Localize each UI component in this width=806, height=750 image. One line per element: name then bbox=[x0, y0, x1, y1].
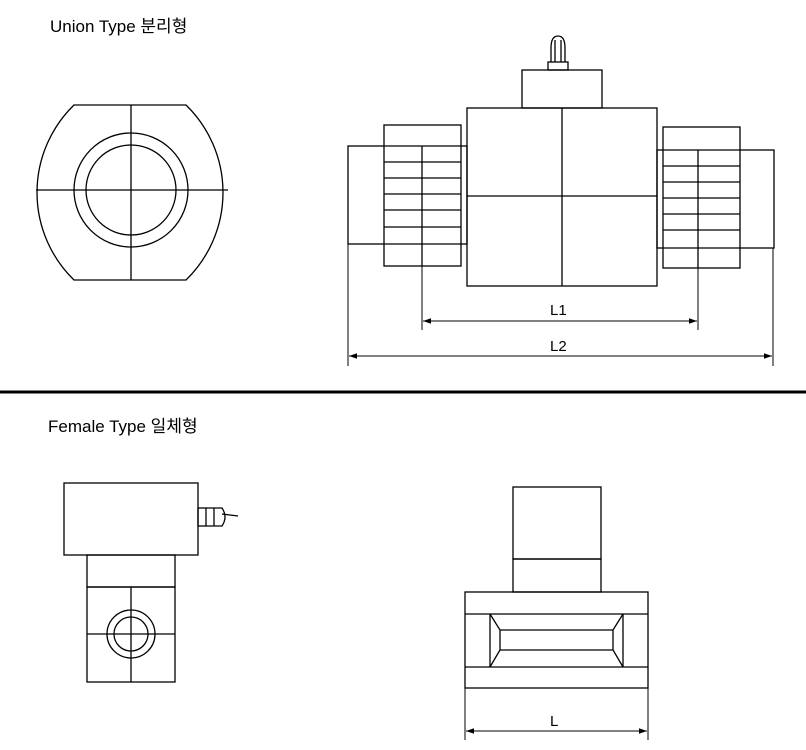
dimension-l-label: L bbox=[550, 713, 558, 730]
cable-gland-icon bbox=[547, 35, 569, 71]
female-front-view bbox=[464, 486, 649, 689]
union-front-view bbox=[347, 35, 775, 287]
union-type-title: Union Type 분리형 bbox=[50, 17, 187, 36]
dimension-l1-label: L1 bbox=[550, 302, 567, 319]
female-type-title: Female Type 일체형 bbox=[48, 417, 198, 436]
female-dimension-line bbox=[464, 688, 649, 740]
dimension-l2-label: L2 bbox=[550, 338, 567, 355]
union-dimension-lines bbox=[347, 244, 774, 366]
cable-gland-icon bbox=[197, 507, 239, 527]
female-side-view bbox=[63, 482, 239, 683]
union-end-view bbox=[36, 104, 228, 281]
